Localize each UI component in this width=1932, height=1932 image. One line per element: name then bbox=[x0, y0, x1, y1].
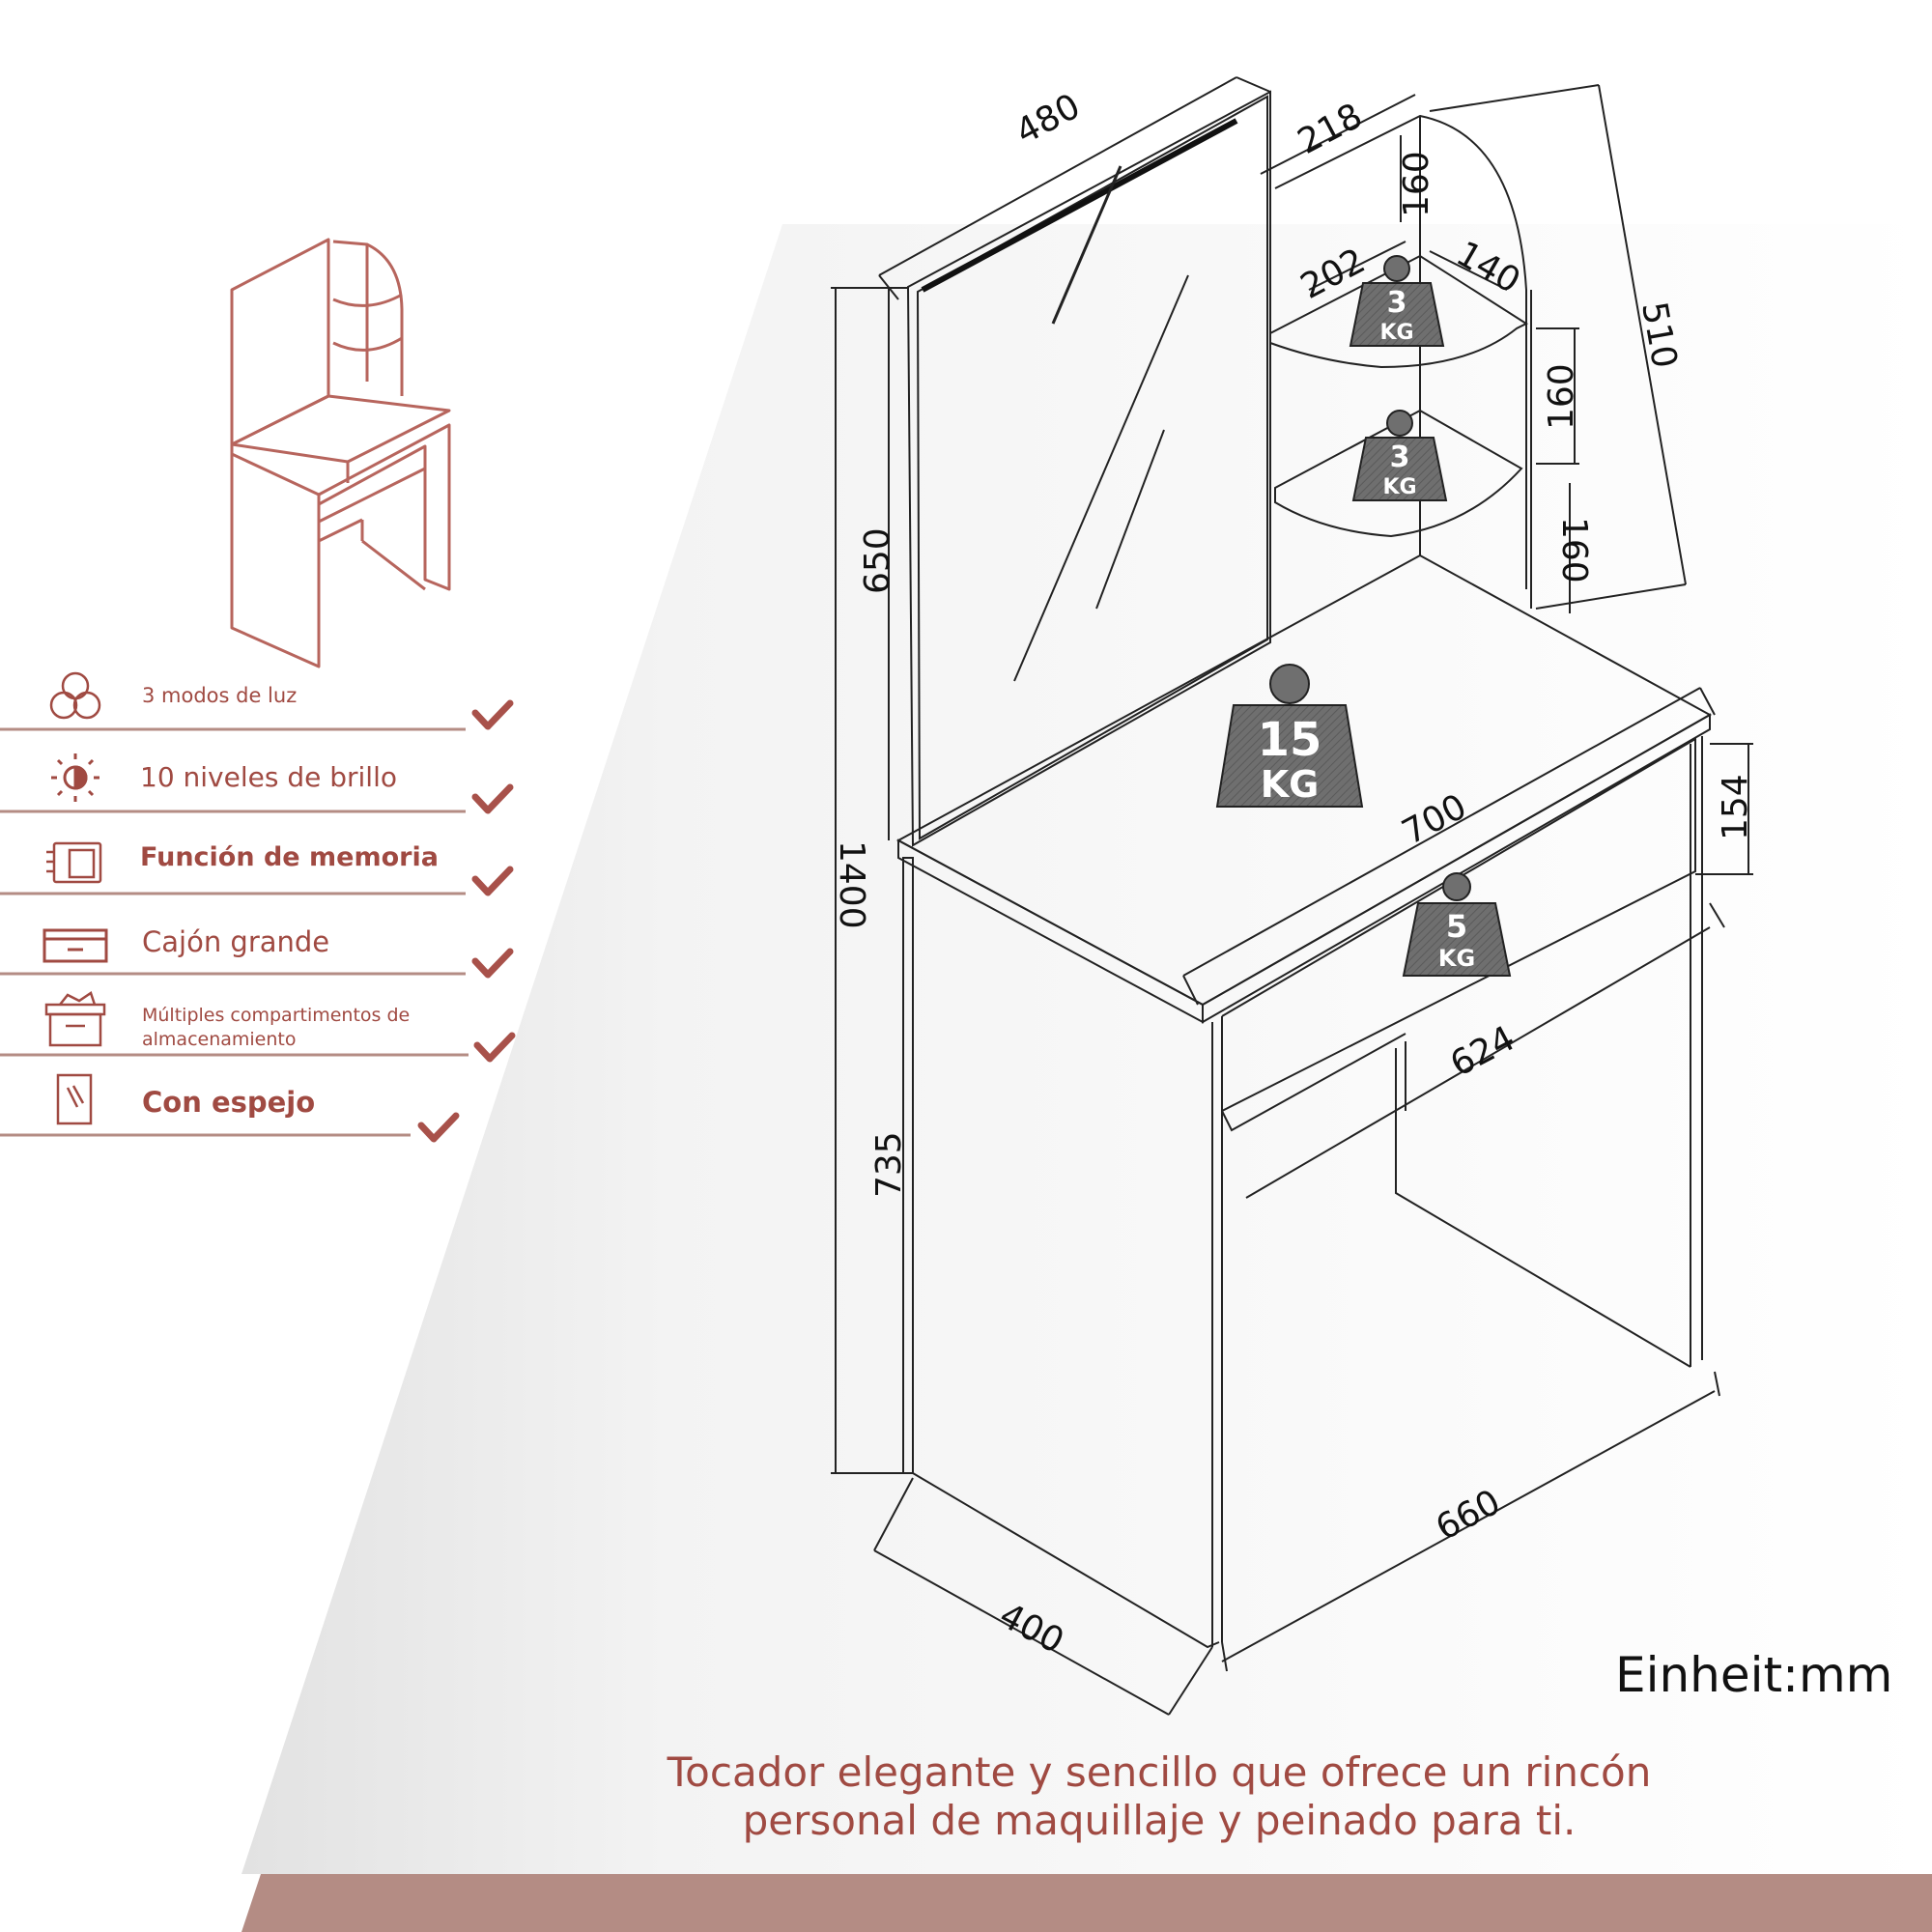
weight-unit: KG bbox=[1261, 763, 1320, 806]
dim-label-drawer-height: 154 bbox=[1716, 774, 1755, 840]
dim-label-mirror-width: 480 bbox=[1009, 86, 1087, 152]
weight-badge: 5 KG bbox=[1402, 872, 1512, 977]
dim-label-shelf-gap-mid: 160 bbox=[1542, 363, 1581, 430]
check-icon bbox=[417, 1112, 460, 1143]
check-icon bbox=[473, 1032, 516, 1063]
feature-list bbox=[0, 671, 516, 1143]
check-icon bbox=[471, 783, 514, 814]
memory-icon bbox=[46, 841, 102, 884]
weight-number: 3 bbox=[1390, 440, 1410, 474]
unit-label: Einheit:mm bbox=[1615, 1647, 1893, 1703]
check-icon bbox=[471, 948, 514, 979]
weight-unit: KG bbox=[1382, 475, 1416, 499]
brightness-icon bbox=[51, 753, 99, 802]
feature-row bbox=[0, 991, 516, 1063]
caption-line-1: Tocador elegante y sencillo que ofrece u… bbox=[667, 1748, 1652, 1796]
feature-label-storage-line2: almacenamiento bbox=[142, 1029, 297, 1050]
background-shadow bbox=[242, 224, 1932, 1874]
feature-label-drawer: Cajón grande bbox=[142, 925, 330, 958]
weight-unit: KG bbox=[1379, 321, 1413, 345]
feature-label-memory: Función de memoria bbox=[140, 842, 439, 872]
dim-label-shelf-gap-top: 160 bbox=[1397, 151, 1436, 217]
feature-label-storage-line1: Múltiples compartimentos de bbox=[142, 1005, 411, 1026]
feature-row bbox=[0, 753, 514, 814]
dim-label-table-height: 735 bbox=[869, 1131, 909, 1198]
dim-label-total-height: 1400 bbox=[832, 840, 871, 929]
weight-number: 5 bbox=[1446, 908, 1467, 945]
check-icon bbox=[471, 866, 514, 896]
dim-label-shelf-gap-bottom: 160 bbox=[1554, 517, 1594, 583]
feature-label-brightness: 10 niveles de brillo bbox=[140, 761, 397, 793]
feature-row bbox=[0, 1073, 460, 1143]
weight-number: 15 bbox=[1258, 713, 1322, 767]
feature-label-mirror: Con espejo bbox=[142, 1086, 316, 1119]
weight-badge: 15 KG bbox=[1215, 664, 1364, 808]
feature-row bbox=[0, 671, 514, 731]
weight-badge: 3 KG bbox=[1349, 255, 1445, 347]
product-thumbnail bbox=[230, 238, 451, 668]
feature-row bbox=[0, 928, 514, 979]
dimension-lines bbox=[831, 76, 1753, 1716]
weight-badge: 3 KG bbox=[1351, 410, 1448, 501]
dim-label-mirror-height: 650 bbox=[858, 527, 897, 594]
light-modes-icon bbox=[49, 671, 101, 720]
feature-label-light-modes: 3 modos de luz bbox=[142, 684, 298, 707]
bottom-band bbox=[242, 1874, 1932, 1932]
weight-unit: KG bbox=[1438, 945, 1475, 972]
mirror-icon bbox=[56, 1073, 93, 1125]
weight-number: 3 bbox=[1387, 286, 1407, 320]
drawer-icon bbox=[43, 928, 108, 963]
check-icon bbox=[471, 699, 514, 730]
feature-row bbox=[0, 841, 514, 896]
storage-box-icon bbox=[44, 991, 106, 1047]
caption-line-2: personal de maquillaje y peinado para ti… bbox=[742, 1797, 1577, 1844]
